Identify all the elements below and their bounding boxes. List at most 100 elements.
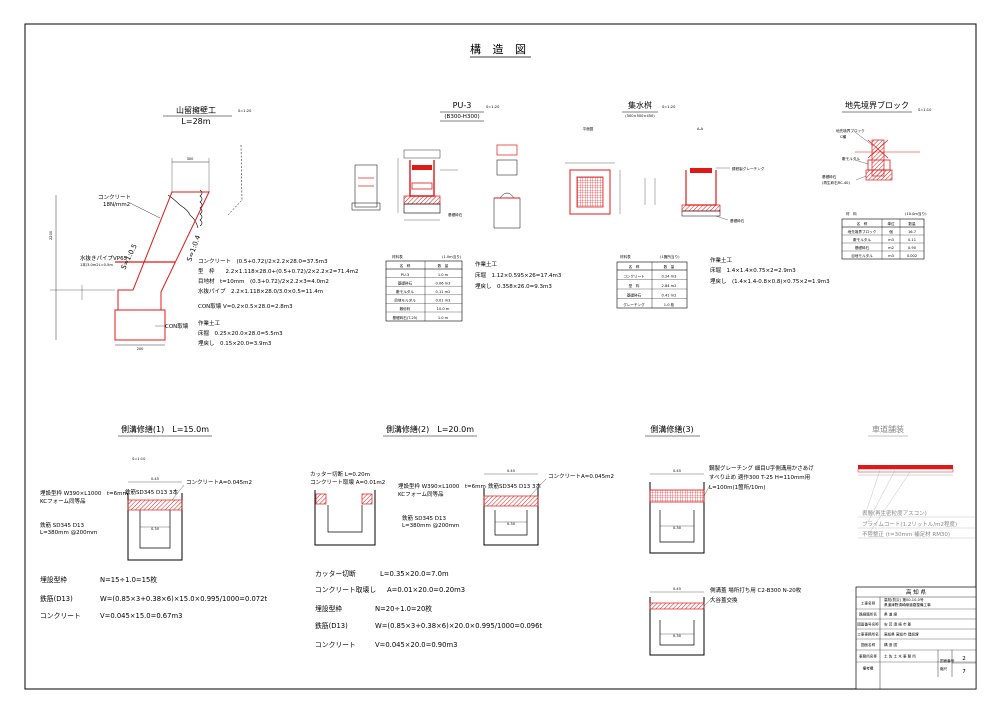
pu3-scale: S=1:20 — [486, 105, 500, 109]
table-cell: PU-3 — [401, 273, 409, 277]
svg-text:(1.0m当り): (1.0m当り) — [442, 254, 462, 259]
retaining-drain-spacing: 1本/3.0m2L=0.5m — [80, 262, 113, 267]
table-cell: 0.11 m2 — [436, 290, 451, 294]
catch-basin-section: 集水桝 (500×500×450) S=1:20 平面図 A-A 鋳鉄製グレーチ… — [565, 100, 830, 309]
gutter1-form-label: 埋設型枠 W390×L1000 t=6mm — [40, 489, 128, 497]
table-cell: 1.0 m — [438, 316, 449, 320]
table-cell: 0.41 m2 — [662, 294, 677, 298]
gutter1-rebar-top: 鉄筋SD345 D13 3本 — [125, 488, 178, 496]
pavement-line-1: 表層(再生密粒度アスコン) — [862, 509, 927, 517]
gutter1-dim-width: 0.45 — [151, 477, 159, 481]
svg-text:A=0.01×20.0=0.20m3: A=0.01×20.0=0.20m3 — [387, 586, 465, 594]
pavement-line-2: プライムコート(1.2リットル/m2程度) — [862, 520, 957, 528]
svg-text:鉄筋(D13): 鉄筋(D13) — [315, 621, 348, 630]
table-cell: 16.7 — [908, 230, 916, 234]
svg-text:材 料: 材 料 — [846, 211, 857, 216]
gutter1-concrete-label: コンクリートA=0.045m2 — [186, 479, 252, 486]
title-block-org: 高 知 県 — [906, 588, 926, 596]
pu3-earthwork-title: 作業土工 — [475, 260, 498, 268]
table-cell: 基礎砕石(T-25) — [393, 315, 419, 320]
gutter2-title: 側溝修繕(2) L=20.0m — [386, 424, 474, 434]
svg-text:W=(0.85×3+0.38×6)×20.0×0.995/1: W=(0.85×3+0.38×6)×20.0×0.995/1000=0.096t — [375, 622, 542, 630]
pu3-material-table: 材料表 (1.0m当り) 名 称 数 量 PU-3 1.0 m 基礎砕石 0.06 m… — [385, 254, 463, 322]
title-block-row-label: 備考欄 — [863, 666, 874, 671]
pu3-earthwork-1: 床堀 1.12×0.595×26=17.4m3 — [475, 271, 562, 279]
gutter2-dim-width: 0.45 — [507, 469, 515, 473]
title-block-row-label: 図面番号名称 — [857, 622, 879, 627]
table-cell: 基礎砕石 — [627, 293, 642, 298]
table-cell: m3 — [888, 254, 894, 258]
title-block-sheet-no: 2 — [962, 656, 966, 662]
svg-text:数 量: 数 量 — [664, 264, 675, 269]
table-cell: 1.0 枚 — [664, 302, 675, 307]
pu3-base-label: 基礎砕石 — [448, 212, 463, 217]
table-cell: 敷砂利 — [400, 306, 411, 311]
svg-text:コンクリート (0.5+0.72)/2×2.2×28.0=3: コンクリート (0.5+0.72)/2×2.2×28.0=37.5m3 — [198, 258, 328, 265]
svg-text:数量: 数量 — [908, 221, 916, 226]
title-block-row-value: 県道津野須崎線道路整備工事 — [884, 602, 931, 607]
title-block-row-label: 路線箇所名 — [859, 612, 877, 617]
table-cell: 0.06 m3 — [436, 281, 451, 285]
retaining-title: 山留擁壁工 — [176, 105, 216, 115]
svg-text:コンクリート: コンクリート — [315, 641, 356, 649]
svg-text:鉄筋(D13): 鉄筋(D13) — [40, 594, 73, 603]
title-block-row-value: 高知県 高知市 建設課 — [884, 632, 919, 637]
table-cell: 敷モルタル — [396, 289, 414, 294]
gutter2-cutter-label: カッター切断 L=0.20m — [310, 470, 370, 478]
svg-text:N=20÷1.0=20枚: N=20÷1.0=20枚 — [375, 604, 432, 613]
pu3-section: PU-3 (B300-H300) S=1:20 基礎砕石 材料表 (1.0m当り… — [351, 101, 562, 322]
svg-text:埋設型枠: 埋設型枠 — [315, 604, 342, 613]
boundary-label-block: 地先境界ブロック — [836, 128, 865, 133]
table-cell: 目地モルタル — [394, 298, 416, 303]
gutter2-rebar-label2: L=380mm @200mm — [402, 523, 459, 529]
pu3-title: PU-3 — [453, 101, 472, 110]
svg-text:V=0.045×20.0=0.90m3: V=0.045×20.0=0.90m3 — [375, 641, 457, 649]
retaining-concrete-label: コンクリート — [98, 194, 131, 201]
svg-text:コンクリート: コンクリート — [40, 612, 81, 620]
svg-text:埋戻し 0.15×20.0=3.9m3: 埋戻し 0.15×20.0=3.9m3 — [198, 339, 272, 347]
table-cell: 基礎砕石 — [398, 280, 413, 285]
svg-text:埋設型枠: 埋設型枠 — [40, 575, 67, 584]
gutter2-calc: カッター切断 L=0.35×20.0=7.0m コンクリート取壊し A=0.01… — [315, 569, 542, 649]
retaining-scale: S=1:20 — [238, 109, 252, 113]
svg-text:材料表: 材料表 — [392, 254, 403, 259]
retaining-dim-top: 300 — [187, 157, 195, 161]
title-block-row-value: 構 造 図 — [884, 642, 897, 647]
svg-text:N=15÷1.0=15枚: N=15÷1.0=15枚 — [100, 575, 157, 584]
svg-text:単位: 単位 — [887, 221, 895, 226]
catch-basin-section-label: A-A — [697, 127, 704, 131]
svg-text:目地材 t=10mm (0.3+0.72)/2×2.2×3=: 目地材 t=10mm (0.3+0.72)/2×2.2×3=4.0m2 — [198, 277, 329, 285]
retaining-wall-section: 山留擁壁工 S=1:20 L=28m 300 200 2200 S=1:0.5 … — [49, 105, 358, 351]
pavement-line-3: 不陸整正 (t=30mm 補足材 RM30) — [862, 530, 950, 538]
gutter2-form-label: 埋設型枠 W390×L1000 t=6mm — [398, 482, 486, 490]
boundary-label-base: 基礎砕石 — [822, 174, 837, 179]
gutter3-cover-label2: 大谷蓋交換 — [710, 596, 738, 604]
table-cell: 10.0 m — [437, 307, 450, 311]
table-cell: 地先境界ブロック — [848, 229, 877, 234]
table-cell: 1.0 m — [438, 273, 449, 277]
table-cell: 0.24 m3 — [662, 275, 677, 279]
retaining-calc: コンクリート (0.5+0.72)/2×2.2×28.0=37.5m3 型 枠 … — [198, 258, 358, 347]
gutter1-title: 側溝修繕(1) L=15.0m — [121, 424, 209, 434]
svg-text:L=0.35×20.0=7.0m: L=0.35×20.0=7.0m — [380, 570, 449, 578]
svg-text:カッター切断: カッター切断 — [315, 569, 356, 578]
gutter3-title: 側溝修繕(3) — [650, 424, 693, 434]
gutter1-rebar-label2: L=380mm @200mm — [40, 530, 97, 536]
gutter2-concrete-label: コンクリートA=0.045m2 — [548, 473, 614, 480]
table-cell: m2 — [888, 246, 894, 250]
title-block-row-label: 工事事務所名 — [857, 632, 879, 637]
catch-basin-plan-label: 平面図 — [583, 126, 594, 131]
boundary-block-section: 地先境界ブロック S=1:10 地先境界ブロック C種 敷モルタル 基礎砕石 (… — [822, 100, 932, 260]
table-cell: 0.90 — [908, 246, 917, 250]
gutter2-con-remove-label: コンクリート取壊 A=0.01m2 — [310, 478, 385, 486]
gutter3-dim-inner: 0.30 — [673, 526, 682, 530]
svg-text:名 称: 名 称 — [400, 263, 411, 268]
gutter1-scale: S=1:10 — [132, 457, 146, 461]
svg-text:V=0.045×15.0=0.67m3: V=0.045×15.0=0.67m3 — [100, 612, 182, 620]
svg-text:作業土工: 作業土工 — [198, 319, 221, 327]
title-block-sheet-label: 図面番号 — [940, 658, 955, 663]
svg-text:数 量: 数 量 — [438, 263, 449, 268]
gutter3-grating-label3: L=100m(1箇所/10m) — [709, 483, 766, 491]
